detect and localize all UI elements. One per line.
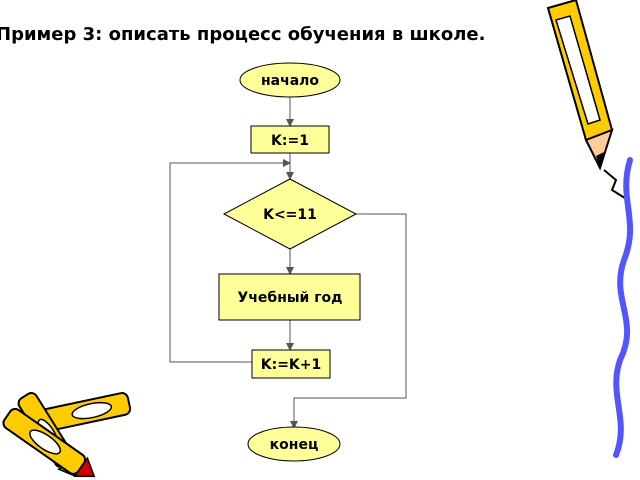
process-block: Учебный год bbox=[218, 273, 361, 321]
crayons-clipart-bottom-left bbox=[2, 392, 132, 478]
process-label: Учебный год bbox=[238, 290, 343, 306]
loop-back-line bbox=[169, 159, 291, 363]
flowchart-connectors bbox=[169, 97, 407, 429]
init-block: K:=1 bbox=[250, 125, 330, 154]
end-label: конец bbox=[270, 437, 319, 453]
pencil-clipart-top-right bbox=[546, 0, 629, 201]
increment-label: K:=K+1 bbox=[261, 357, 322, 373]
end-terminal: конец bbox=[247, 426, 341, 462]
exit-line bbox=[290, 213, 407, 429]
start-label: начало bbox=[261, 73, 319, 89]
increment-block: K:=K+1 bbox=[251, 349, 331, 379]
condition-diamond: K<=11 bbox=[222, 178, 358, 250]
wavy-line-decoration bbox=[613, 157, 634, 458]
slide-title: Пример 3: описать процесс обучения в шко… bbox=[0, 24, 486, 45]
condition-label: K<=11 bbox=[263, 207, 317, 223]
start-terminal: начало bbox=[239, 62, 341, 98]
init-label: K:=1 bbox=[271, 133, 309, 149]
